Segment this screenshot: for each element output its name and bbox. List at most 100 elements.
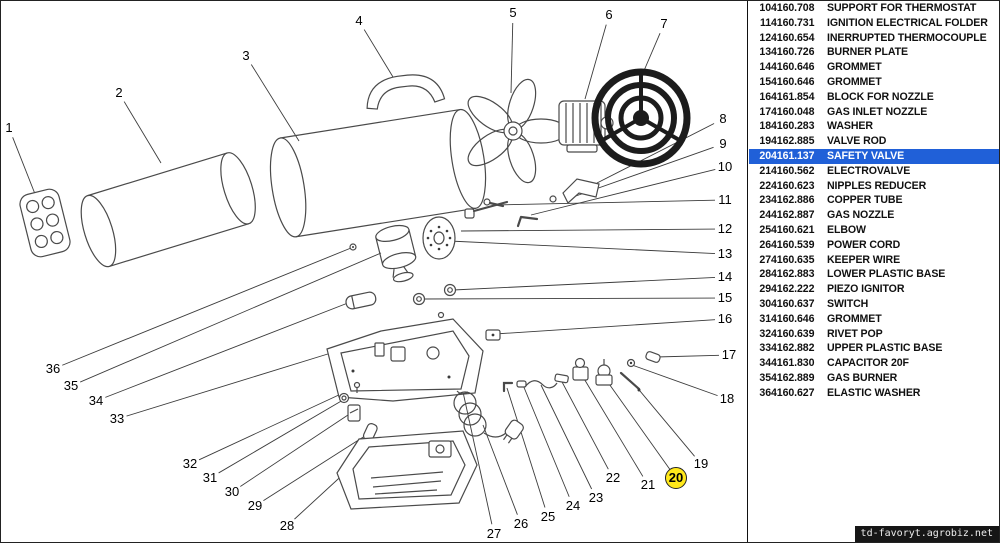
callout-30: 30 [223,484,241,500]
cell-item: 23 [759,194,771,207]
leader-line [530,168,716,216]
callout-8: 8 [718,111,728,127]
part-valve-rod [619,371,641,392]
leader-line [482,424,518,515]
part-capacitor [345,291,377,310]
leader-line [506,387,546,508]
leader-line [560,379,609,470]
part-handle [366,74,446,110]
callout-24: 24 [564,498,582,514]
cell-item: 24 [759,209,771,222]
cell-item: 25 [759,223,771,236]
cell-desc: INERRUPTED THERMOCOUPLE [827,31,987,44]
cell-item: 10 [759,2,771,14]
cell-part: 4160.646 [771,75,815,88]
callout-29: 29 [246,498,264,514]
leader-line [12,137,38,200]
cell-desc: ELECTROVALVE [827,164,911,177]
callout-1: 1 [4,120,14,136]
cell-desc: BLOCK FOR NOZZLE [827,90,934,103]
watermark: td-favoryt.agrobiz.net [854,526,999,542]
part-lower-plastic-base [336,430,478,510]
cell-desc: ELASTIC WASHER [827,386,921,399]
cell-part: 4161.854 [771,90,815,103]
leader-line [218,399,344,474]
cell-item: 36 [759,386,771,399]
cell-desc: GAS INLET NOZZLE [827,105,928,118]
cell-desc: PIEZO IGNITOR [827,283,905,296]
cell-desc: WASHER [827,120,873,133]
part-elbow [502,381,514,393]
part-safety-valve [595,359,613,386]
leader-line [62,247,352,366]
leader-line [198,386,357,461]
part-flame-grid [19,188,71,258]
callout-25: 25 [539,509,557,525]
cell-desc: VALVE ROD [827,135,887,148]
cell-part: 4162.222 [771,283,815,296]
cell-item: 16 [759,90,771,103]
callout-9: 9 [718,136,728,152]
callout-19: 19 [692,456,710,472]
cell-desc: UPPER PLASTIC BASE [827,342,943,355]
cell-desc: CAPACITOR 20F [827,357,909,370]
part-fan-guard [591,68,691,168]
part-grommet-c [338,392,350,404]
part-switch [347,404,361,422]
cell-part: 4162.886 [771,194,815,207]
cell-part: 4160.646 [771,312,815,325]
cell-item: 18 [759,120,771,133]
leader-line [240,412,352,487]
leader-line [80,252,382,383]
cell-part: 4161.137 [771,148,827,164]
cell-part: 4162.882 [771,342,815,355]
part-keeper-wire [456,390,469,395]
leader-line [363,29,394,78]
callout-34: 34 [87,393,105,409]
cell-item: 28 [759,268,771,281]
cell-desc: POWER CORD [827,238,901,251]
callout-22: 22 [604,470,622,486]
cell-item: 15 [759,75,771,88]
cell-item: 27 [759,253,771,266]
part-gas-nozzle [516,380,527,388]
callout-21: 21 [639,477,657,493]
cell-part: 4160.726 [771,46,815,59]
cell-part: 4160.708 [771,2,815,14]
callout-32: 32 [181,456,199,472]
leader-line [540,384,593,490]
cell-part: 4160.654 [771,31,815,44]
cell-part: 4162.883 [771,268,815,281]
cell-part: 4160.627 [771,386,815,399]
